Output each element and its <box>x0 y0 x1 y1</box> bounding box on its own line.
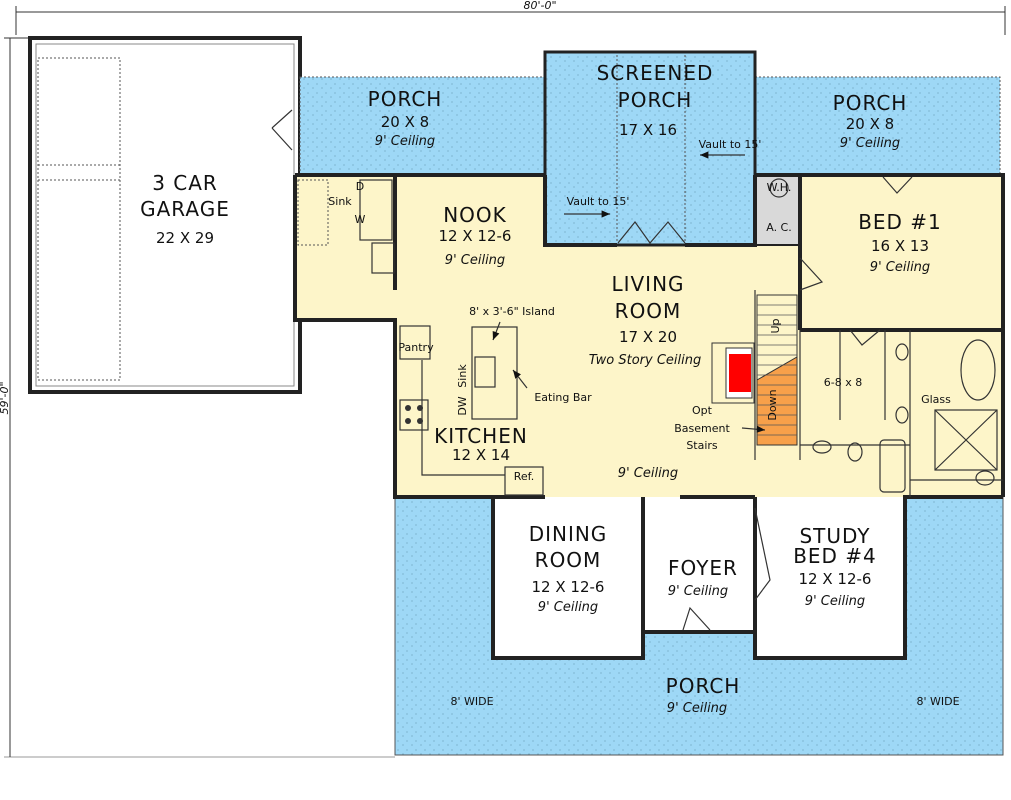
dining-name: DINING <box>529 522 608 546</box>
eating-bar-label: Eating Bar <box>534 391 592 404</box>
dimension-width-label: 80'-0" <box>523 0 556 12</box>
bed1-size: 16 X 13 <box>871 237 929 255</box>
nook-size: 12 X 12-6 <box>439 227 512 245</box>
study-size: 12 X 12-6 <box>799 570 872 588</box>
kitchen-fixtures <box>399 321 544 496</box>
doors <box>617 176 913 631</box>
bathtub-icon <box>960 339 996 401</box>
dining-name-2: ROOM <box>535 548 602 572</box>
screened-porch-name-2: PORCH <box>618 88 693 112</box>
screened-porch-size: 17 X 16 <box>619 121 677 139</box>
water-heater-icon <box>769 178 789 198</box>
porch-left-name: PORCH <box>368 87 443 111</box>
porch-left-ceiling: 9' Ceiling <box>375 134 435 149</box>
screened-porch-name: SCREENED <box>597 61 714 85</box>
washer-label: W <box>355 213 366 226</box>
kitchen-size: 12 X 14 <box>452 446 510 464</box>
porch-right-ceiling: 9' Ceiling <box>840 136 900 151</box>
refrigerator <box>504 466 544 496</box>
living-name-2: ROOM <box>615 299 682 323</box>
kitchen-name: KITCHEN <box>434 424 528 448</box>
ac-label: A. C. <box>766 221 792 234</box>
front-porch-left-width: 8' WIDE <box>450 695 493 708</box>
vault-right: Vault to 15' <box>699 138 762 151</box>
porch-right <box>754 76 1001 176</box>
stairs-label: Stairs <box>686 439 718 452</box>
dining-ceiling: 9' Ceiling <box>538 600 598 615</box>
foyer-ceiling: 9' Ceiling <box>668 584 728 599</box>
island-label: 8' x 3'-6" Island <box>469 305 555 318</box>
living-size: 17 X 20 <box>619 328 677 346</box>
screened-porch <box>543 50 757 247</box>
laundry-sink-label: Sink <box>328 195 352 208</box>
dishwasher-label: DW <box>456 396 469 415</box>
study-ceiling: 9' Ceiling <box>805 594 865 609</box>
dimension-depth-label: 59'-0" <box>0 381 11 414</box>
walls <box>293 173 1005 660</box>
porch-right-size: 20 X 8 <box>846 115 894 133</box>
stairs-up-label: Up <box>769 318 782 333</box>
nook-name: NOOK <box>443 203 507 227</box>
living-name: LIVING <box>611 272 684 296</box>
closet-size: 6-8 x 8 <box>824 376 862 389</box>
garage-name: 3 CAR <box>152 171 218 195</box>
toilet-icon <box>847 442 863 462</box>
porch-left-size: 20 X 8 <box>381 113 429 131</box>
bed1-name: BED #1 <box>858 210 942 234</box>
garage-name-2: GARAGE <box>140 197 230 221</box>
front-porch <box>394 496 1004 756</box>
stairs-down-label: Down <box>766 389 779 420</box>
dining-size: 12 X 12-6 <box>532 578 605 596</box>
living-ceiling: Two Story Ceiling <box>589 353 701 368</box>
front-porch-ceiling: 9' Ceiling <box>667 701 727 716</box>
foyer-name: FOYER <box>668 556 738 580</box>
garage-size: 22 X 29 <box>156 229 214 247</box>
water-heater-label: W.H. <box>767 181 792 194</box>
front-porch-name: PORCH <box>666 674 741 698</box>
garage: 3 CAR GARAGE 22 X 29 <box>28 36 302 394</box>
porch-right-name: PORCH <box>833 91 908 115</box>
stairs <box>756 294 798 446</box>
hall-ceiling: 9' Ceiling <box>618 466 678 481</box>
ref-label: Ref. <box>514 470 535 483</box>
porch-left <box>299 76 546 176</box>
fireplace-icon <box>729 354 751 392</box>
study-name-2: BED #4 <box>793 544 877 568</box>
vault-left: Vault to 15' <box>567 195 630 208</box>
study-name: STUDY <box>799 524 870 548</box>
dryer-label: D <box>356 180 364 193</box>
pantry-label: Pantry <box>398 341 434 354</box>
glass-label: Glass <box>921 393 951 406</box>
dimension-width: 80'-0" <box>15 0 1006 35</box>
kitchen-sink-icon <box>474 356 496 388</box>
front-porch-right-width: 8' WIDE <box>916 695 959 708</box>
stove-icon <box>399 399 429 431</box>
shower-icon <box>934 409 998 471</box>
toilet-icon-2 <box>975 470 995 486</box>
bath-fixtures <box>769 178 998 493</box>
bed1-ceiling: 9' Ceiling <box>870 260 930 275</box>
opt-label: Opt <box>692 404 713 417</box>
basement-label: Basement <box>674 422 730 435</box>
dimension-depth: 59'-0" <box>0 37 395 758</box>
island-sink-label: Sink <box>456 364 469 388</box>
nook-ceiling: 9' Ceiling <box>445 253 505 268</box>
